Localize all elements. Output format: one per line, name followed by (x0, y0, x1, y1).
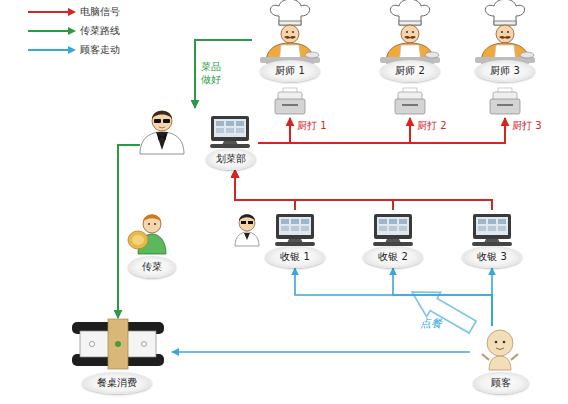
node-label: 划菜部 (206, 148, 256, 170)
kitchen-printer (275, 88, 305, 114)
flow-connector (195, 40, 252, 108)
legend-arrowhead (68, 46, 76, 54)
legend-label: 电脑信号 (80, 5, 120, 19)
legend-label: 顾客走动 (80, 43, 120, 57)
legend-line (28, 30, 69, 32)
cashier-node: 收银 1 (253, 210, 337, 268)
flow-connector (258, 118, 410, 143)
annotation-label: 点餐 (420, 317, 442, 331)
chef-node: 厨师 3 (467, 2, 543, 118)
node-label: 收银 3 (462, 246, 522, 268)
customer-figure (482, 330, 518, 370)
legend-line (28, 49, 69, 51)
pos-terminal (472, 214, 512, 246)
edge-label: 厨打 1 (297, 119, 337, 132)
order-hollow-arrow (405, 280, 480, 339)
flow-connector (295, 268, 492, 326)
legend-arrowhead (68, 8, 76, 16)
node-label: 收银 1 (265, 246, 325, 268)
edge-label: 菜品做好 (201, 60, 227, 86)
pos-terminal (373, 214, 413, 246)
flow-connector (172, 351, 470, 353)
chef-figure (380, 0, 440, 63)
pos-terminal (210, 116, 250, 148)
node-label: 传菜 (128, 256, 176, 278)
dining-table (72, 319, 164, 369)
edge-label: 厨打 3 (512, 119, 552, 132)
flow-connector (393, 268, 492, 326)
chef-node: 厨师 1 (252, 2, 328, 118)
node-label: 厨师 2 (380, 60, 440, 82)
legend-arrow (28, 8, 76, 54)
dispatch-node: 划菜部 (140, 108, 258, 170)
customer-node: 顾客 (470, 326, 532, 396)
cashier-node: 收银 3 (450, 210, 534, 268)
flow-connector (258, 118, 505, 143)
runner-figure (128, 215, 166, 255)
cashier-node: 收银 2 (351, 210, 435, 268)
kitchen-printer (490, 88, 520, 114)
node-label: 厨师 3 (475, 60, 535, 82)
table-node: 餐桌消费 (62, 318, 172, 396)
runner-node: 传菜 (125, 212, 180, 278)
chef-figure (260, 0, 320, 63)
flow-connector (235, 170, 295, 210)
node-label: 厨师 1 (260, 60, 320, 82)
chef-figure (475, 0, 535, 63)
flow-connector (258, 118, 290, 143)
flow-connector (235, 170, 492, 210)
legend-label: 传菜路线 (80, 24, 120, 38)
pos-terminal (275, 214, 315, 246)
chef-node: 厨师 2 (372, 2, 448, 118)
flow-connector (118, 145, 140, 318)
edge-label: 厨打 2 (417, 119, 457, 132)
node-label: 收银 2 (363, 246, 423, 268)
flow-connector (235, 170, 393, 210)
node-label: 顾客 (473, 372, 529, 394)
node-label: 餐桌消费 (82, 372, 152, 394)
legend-arrowhead (68, 27, 76, 35)
waiter-figure (140, 111, 184, 154)
legend-line (28, 11, 69, 13)
kitchen-printer (395, 88, 425, 114)
cashier-figure (235, 214, 259, 246)
flow-connector (491, 268, 493, 326)
